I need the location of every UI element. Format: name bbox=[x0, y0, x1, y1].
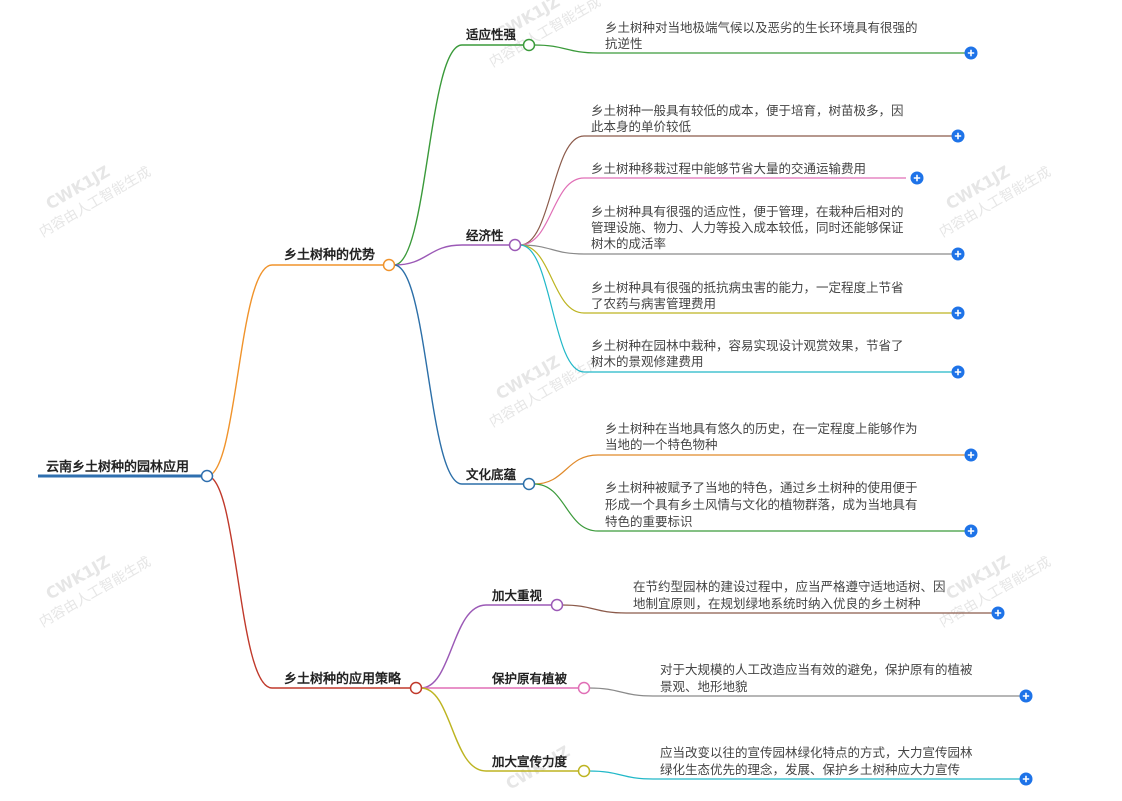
expand-button[interactable] bbox=[964, 448, 978, 462]
node-adaptability-label[interactable]: 适应性强 bbox=[466, 27, 517, 42]
plus-icon bbox=[954, 132, 962, 140]
plus-icon bbox=[913, 174, 921, 182]
connector-protect-leaf bbox=[588, 687, 1020, 697]
culture-collapse-toggle[interactable] bbox=[522, 477, 536, 491]
connector-economy-leaf-5 bbox=[519, 244, 952, 373]
expand-button[interactable] bbox=[910, 171, 924, 185]
plus-icon bbox=[954, 250, 962, 258]
leaf-line: 乡土树种被赋予了当地的特色，通过乡土树种的使用便于 bbox=[605, 480, 918, 495]
strategy-collapse-toggle[interactable] bbox=[409, 681, 423, 695]
root-node-label[interactable]: 云南乡土树种的园林应用 bbox=[46, 459, 189, 475]
expand-button[interactable] bbox=[964, 524, 978, 538]
connector-economy-leaf-3 bbox=[519, 244, 952, 255]
leaf-line: 此本身的单价较低 bbox=[591, 119, 692, 134]
leaf-text: 乡土树种一般具有较低的成本，便于培育，树苗极多，因 此本身的单价较低 bbox=[591, 103, 908, 134]
expand-button[interactable] bbox=[951, 306, 965, 320]
connector-emphasis-leaf bbox=[561, 604, 992, 614]
advantages-collapse-toggle[interactable] bbox=[382, 258, 396, 272]
connector-economy-leaf-1 bbox=[519, 135, 952, 246]
leaf-line: 绿化生态优先的理念，发展、保护乡土树种应大力宣传 bbox=[660, 762, 960, 777]
connector-advantages-culture bbox=[393, 264, 524, 485]
leaf-text: 乡土树种在园林中栽种，容易实现设计观赏效果，节省了 树木的景观修建费用 bbox=[591, 338, 908, 369]
leaf-text: 对于大规模的人工改造应当有效的避免，保护原有的植被 景观、地形地貌 bbox=[660, 662, 977, 694]
economy-collapse-toggle[interactable] bbox=[508, 238, 522, 252]
node-protect-label[interactable]: 保护原有植被 bbox=[491, 671, 568, 686]
emphasis-collapse-toggle[interactable] bbox=[550, 598, 564, 612]
leaf-line: 抗逆性 bbox=[605, 36, 643, 51]
connector-economy-leaf-2 bbox=[519, 177, 906, 246]
leaf-line: 景观、地形地貌 bbox=[660, 679, 748, 694]
node-publicity-label[interactable]: 加大宣传力度 bbox=[491, 754, 568, 769]
leaf-line: 应当改变以往的宣传园林绿化特点的方式，大力宣传园林 bbox=[660, 745, 973, 760]
protect-collapse-toggle[interactable] bbox=[577, 681, 591, 695]
plus-icon bbox=[1022, 775, 1030, 783]
leaf-text: 乡土树种被赋予了当地的特色，通过乡土树种的使用便于 形成一个具有乡土风情与文化的… bbox=[605, 480, 922, 529]
connector-root-strategy bbox=[206, 475, 411, 689]
connector-adaptability-leaf bbox=[533, 44, 965, 54]
leaf-text: 乡土树种具有很强的抵抗病虫害的能力，一定程度上节省 了农药与病害管理费用 bbox=[591, 280, 908, 311]
leaf-line: 树木的景观修建费用 bbox=[591, 354, 704, 369]
leaf-line: 形成一个具有乡土风情与文化的植物群落，成为当地具有 bbox=[605, 497, 918, 512]
leaf-line: 乡土树种在园林中栽种，容易实现设计观赏效果，节省了 bbox=[591, 338, 904, 353]
leaf-line: 乡土树种对当地极端气候以及恶劣的生长环境具有很强的 bbox=[605, 20, 918, 35]
node-emphasis-label[interactable]: 加大重视 bbox=[491, 588, 543, 603]
leaf-line: 乡土树种具有很强的抵抗病虫害的能力，一定程度上节省 bbox=[591, 280, 904, 295]
expand-button[interactable] bbox=[951, 129, 965, 143]
connector-root-advantages bbox=[206, 264, 384, 477]
connector-economy-leaf-4 bbox=[519, 244, 952, 314]
connector-strategy-emphasis bbox=[420, 604, 552, 689]
leaf-text: 乡土树种具有很强的适应性，便于管理，在栽种后相对的 管理设施、物力、人力等投入成… bbox=[591, 204, 908, 251]
root-collapse-toggle[interactable] bbox=[200, 469, 214, 483]
leaf-line: 管理设施、物力、人力等投入成本较低，同时还能够保证 bbox=[591, 220, 904, 235]
connector-culture-leaf-1 bbox=[533, 454, 965, 485]
connector-strategy-publicity bbox=[420, 687, 579, 772]
leaf-line: 乡土树种一般具有较低的成本，便于培育，树苗极多，因 bbox=[591, 103, 904, 118]
plus-icon bbox=[1022, 692, 1030, 700]
leaf-line: 乡土树种移栽过程中能够节省大量的交通运输费用 bbox=[591, 161, 866, 176]
plus-icon bbox=[967, 527, 975, 535]
connector-advantages-adaptability bbox=[393, 44, 524, 266]
plus-icon bbox=[967, 49, 975, 57]
leaf-line: 在节约型园林的建设过程中，应当严格遵守适地适树、因 bbox=[633, 579, 946, 594]
branch-strategy-label[interactable]: 乡土树种的应用策略 bbox=[284, 671, 402, 687]
connector-culture-leaf-2 bbox=[533, 483, 965, 532]
leaf-text: 在节约型园林的建设过程中，应当严格遵守适地适树、因 地制宜原则，在规划绿地系统时… bbox=[633, 579, 950, 611]
expand-button[interactable] bbox=[991, 606, 1005, 620]
expand-button[interactable] bbox=[964, 46, 978, 60]
connector-advantages-economy bbox=[393, 244, 510, 266]
leaf-line: 乡土树种具有很强的适应性，便于管理，在栽种后相对的 bbox=[591, 204, 904, 219]
plus-icon bbox=[954, 309, 962, 317]
leaf-line: 树木的成活率 bbox=[591, 236, 666, 251]
leaf-line: 当地的一个特色物种 bbox=[605, 437, 718, 452]
plus-icon bbox=[967, 451, 975, 459]
leaf-text: 乡土树种移栽过程中能够节省大量的交通运输费用 bbox=[591, 161, 866, 176]
publicity-collapse-toggle[interactable] bbox=[577, 764, 591, 778]
expand-button[interactable] bbox=[1019, 772, 1033, 786]
expand-button[interactable] bbox=[1019, 689, 1033, 703]
leaf-line: 特色的重要标识 bbox=[605, 514, 693, 529]
node-economy-label[interactable]: 经济性 bbox=[466, 228, 504, 243]
leaf-text: 乡土树种在当地具有悠久的历史，在一定程度上能够作为 当地的一个特色物种 bbox=[605, 421, 922, 452]
plus-icon bbox=[994, 609, 1002, 617]
leaf-line: 了农药与病害管理费用 bbox=[591, 296, 716, 311]
expand-button[interactable] bbox=[951, 247, 965, 261]
leaf-line: 对于大规模的人工改造应当有效的避免，保护原有的植被 bbox=[660, 662, 973, 677]
leaf-line: 乡土树种在当地具有悠久的历史，在一定程度上能够作为 bbox=[605, 421, 918, 436]
leaf-text: 乡土树种对当地极端气候以及恶劣的生长环境具有很强的 抗逆性 bbox=[605, 20, 922, 51]
node-culture-label[interactable]: 文化底蕴 bbox=[466, 467, 517, 482]
adaptability-collapse-toggle[interactable] bbox=[522, 38, 536, 52]
leaf-line: 地制宜原则，在规划绿地系统时纳入优良的乡土树种 bbox=[633, 596, 921, 611]
expand-button[interactable] bbox=[951, 365, 965, 379]
leaf-text: 应当改变以往的宣传园林绿化特点的方式，大力宣传园林 绿化生态优先的理念，发展、保… bbox=[660, 745, 977, 777]
plus-icon bbox=[954, 368, 962, 376]
branch-advantages-label[interactable]: 乡土树种的优势 bbox=[284, 247, 375, 263]
connector-publicity-leaf bbox=[588, 770, 1020, 780]
